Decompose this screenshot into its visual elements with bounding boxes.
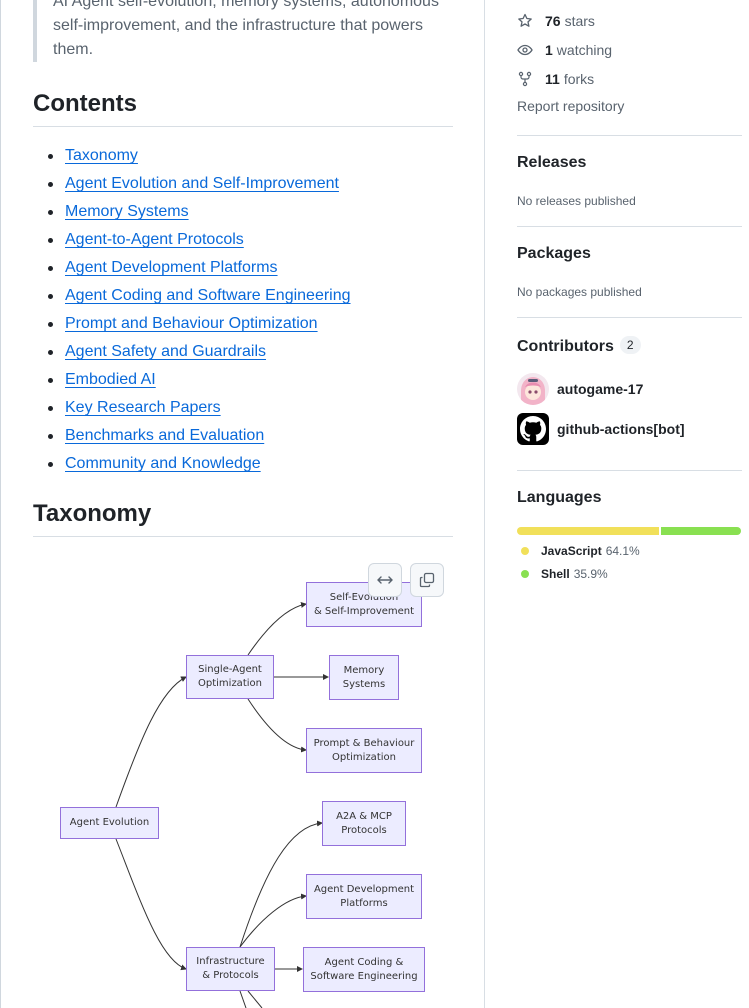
stars-link[interactable]: 76 stars — [517, 11, 595, 31]
repo-description-quote: AI Agent self-evolution, memory systems,… — [33, 0, 453, 62]
toc-link-safety[interactable]: Agent Safety and Guardrails — [65, 343, 267, 360]
diagram-edges — [115, 601, 329, 1008]
language-javascript[interactable]: JavaScript 64.1% — [517, 544, 640, 558]
contributors-heading-row[interactable]: Contributors 2 — [517, 336, 641, 356]
stars-label: stars — [564, 13, 595, 29]
toc-link-agent-evolution[interactable]: Agent Evolution and Self-Improvement — [65, 175, 339, 192]
toc-link-prompt-optimization[interactable]: Prompt and Behaviour Optimization — [65, 315, 318, 332]
avatar — [517, 413, 549, 445]
github-logo-icon — [520, 416, 546, 442]
releases-heading[interactable]: Releases — [517, 154, 587, 171]
contributor-name: github-actions[bot] — [557, 421, 685, 437]
star-icon — [518, 13, 532, 27]
packages-empty-text: No packages published — [517, 285, 642, 299]
node-self-evolution: Self-Evolution& Self-Improvement — [306, 582, 422, 627]
toc-item: Taxonomy — [33, 144, 351, 172]
toc-item: Embodied AI — [33, 368, 351, 396]
language-color-dot — [521, 570, 529, 578]
contributor-github-actions-bot[interactable]: github-actions[bot] — [517, 413, 685, 445]
language-bar-segment-javascript — [517, 527, 660, 535]
packages-heading[interactable]: Packages — [517, 245, 591, 262]
sidebar-divider — [517, 470, 742, 471]
arrows-horizontal-icon — [377, 576, 393, 584]
language-bar-segment-shell — [661, 527, 741, 535]
watching-count: 1 — [545, 42, 553, 58]
column-divider — [484, 0, 485, 1008]
toc-link-embodied-ai[interactable]: Embodied AI — [65, 371, 156, 388]
edge-infra-a2a — [239, 820, 323, 948]
language-percent: 35.9% — [573, 567, 608, 581]
toc-link-dev-platforms[interactable]: Agent Development Platforms — [65, 259, 278, 276]
watching-label: watching — [556, 42, 613, 58]
edge-root-single — [115, 676, 187, 808]
language-percent: 64.1% — [605, 544, 640, 558]
copy-diagram-button[interactable] — [410, 563, 444, 597]
fork-icon — [518, 71, 532, 87]
node-agent-coding: Agent Coding &Software Engineering — [303, 947, 425, 992]
avatar — [517, 373, 549, 405]
toc-item: Agent Coding and Software Engineering — [33, 284, 351, 312]
contributors-heading: Contributors — [517, 338, 614, 355]
toc-item: Agent Safety and Guardrails — [33, 340, 351, 368]
toc-item: Key Research Papers — [33, 396, 351, 424]
toc-link-research-papers[interactable]: Key Research Papers — [65, 399, 221, 416]
toc-item: Agent Evolution and Self-Improvement — [33, 172, 351, 200]
language-name: JavaScript — [541, 544, 602, 558]
language-name: Shell — [541, 567, 570, 581]
forks-label: forks — [563, 71, 595, 87]
contributors-count-badge: 2 — [619, 336, 641, 354]
edge-infra-platforms — [239, 893, 307, 948]
expand-diagram-button[interactable] — [368, 563, 402, 597]
table-of-contents: Taxonomy Agent Evolution and Self-Improv… — [33, 144, 351, 480]
toc-item: Community and Knowledge — [33, 452, 351, 480]
toc-item: Prompt and Behaviour Optimization — [33, 312, 351, 340]
toc-link-community[interactable]: Community and Knowledge — [65, 455, 261, 472]
toc-link-a2a-protocols[interactable]: Agent-to-Agent Protocols — [65, 231, 244, 248]
contributor-autogame-17[interactable]: autogame-17 — [517, 373, 643, 405]
taxonomy-heading: Taxonomy — [33, 500, 453, 537]
copy-icon — [419, 572, 435, 588]
watching-link[interactable]: 1 watching — [517, 40, 612, 60]
toc-link-coding[interactable]: Agent Coding and Software Engineering — [65, 287, 351, 304]
left-border — [0, 0, 1, 1008]
toc-link-benchmarks[interactable]: Benchmarks and Evaluation — [65, 427, 265, 444]
toc-item: Agent Development Platforms — [33, 256, 351, 284]
stars-count: 76 — [545, 13, 561, 29]
node-infrastructure-protocols: Infrastructure& Protocols — [186, 947, 275, 991]
contributor-name: autogame-17 — [557, 381, 644, 397]
languages-heading: Languages — [517, 489, 602, 506]
node-agent-evolution: Agent Evolution — [60, 807, 159, 839]
edge-infra-offscreen-2 — [247, 990, 263, 1008]
toc-item: Agent-to-Agent Protocols — [33, 228, 351, 256]
edge-single-prompt — [247, 698, 307, 753]
toc-link-memory-systems[interactable]: Memory Systems — [65, 203, 189, 220]
sidebar-divider — [517, 317, 742, 318]
forks-count: 11 — [545, 71, 560, 87]
toc-link-taxonomy[interactable]: Taxonomy — [65, 147, 138, 164]
edge-single-selfevo — [247, 601, 307, 656]
toc-item: Memory Systems — [33, 200, 351, 228]
contents-heading: Contents — [33, 90, 453, 127]
eye-icon — [517, 44, 533, 56]
language-shell[interactable]: Shell 35.9% — [517, 567, 608, 581]
toc-item: Benchmarks and Evaluation — [33, 424, 351, 452]
forks-link[interactable]: 11 forks — [517, 69, 594, 89]
language-color-dot — [521, 547, 529, 555]
report-repository-link[interactable]: Report repository — [517, 98, 625, 114]
language-bar — [517, 527, 741, 535]
sidebar-divider — [517, 135, 742, 136]
releases-empty-text: No releases published — [517, 194, 636, 208]
edge-infra-offscreen-1 — [239, 990, 247, 1008]
sidebar-divider — [517, 226, 742, 227]
edge-root-infra — [115, 838, 187, 971]
anime-avatar-icon — [517, 373, 549, 405]
